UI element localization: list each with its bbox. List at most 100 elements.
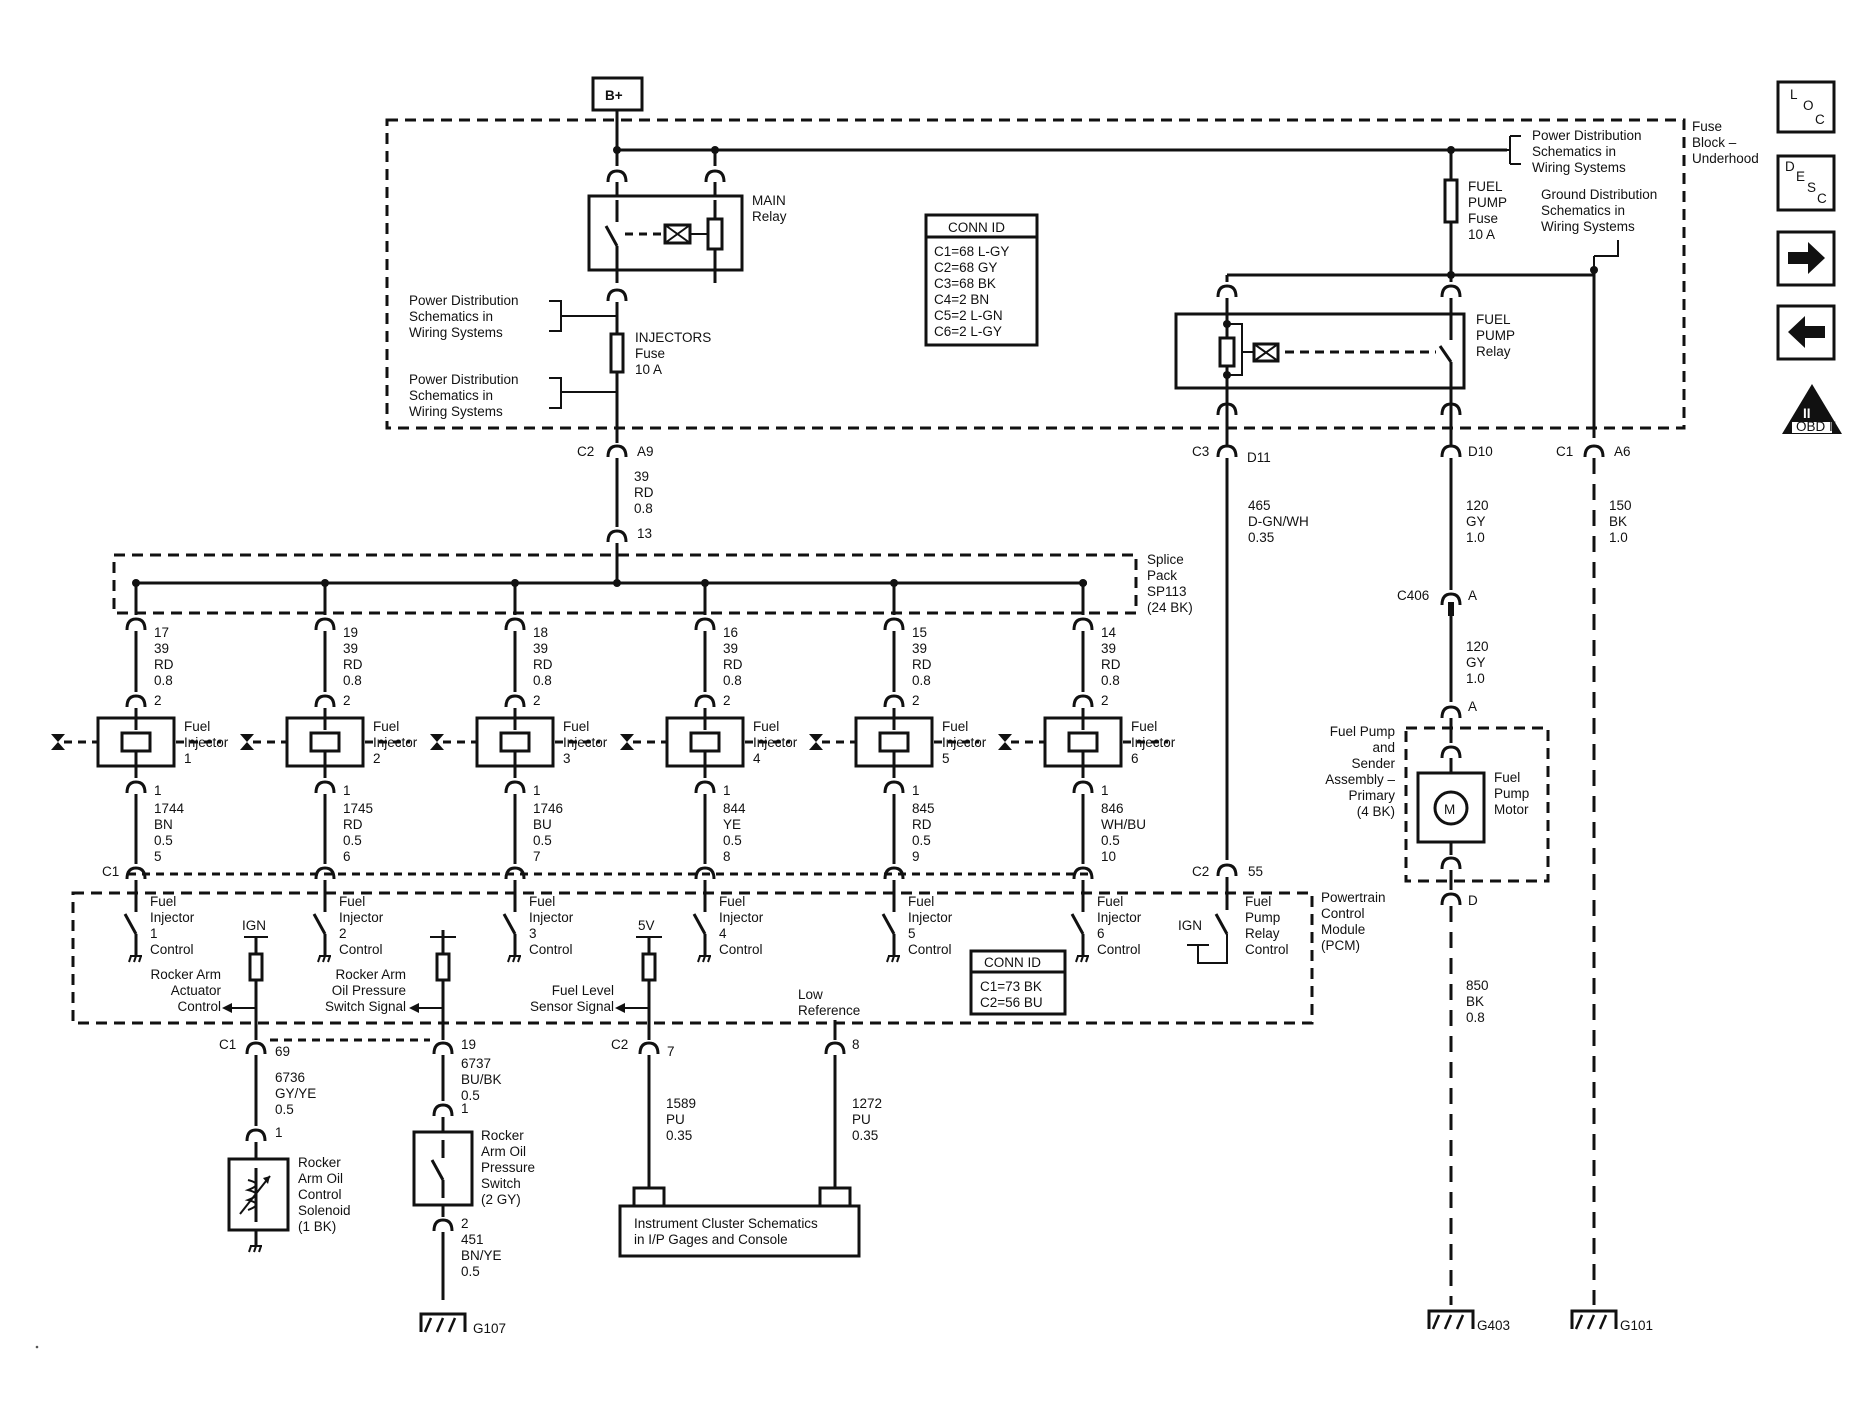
desc-label: DESC	[1785, 159, 1827, 206]
injector-spray-icon	[430, 734, 444, 750]
switch-pin-2: 2	[461, 1216, 469, 1231]
prev-arrow-button[interactable]	[1776, 304, 1836, 361]
splice-pin: 17	[154, 625, 169, 640]
five-v-resistor	[641, 952, 657, 982]
switch-pin-1: 1	[461, 1101, 469, 1116]
motor-m: M	[1444, 802, 1455, 817]
conn-id-table-pcm	[969, 949, 1067, 1016]
fuse-block-boundary	[385, 118, 1686, 430]
ground-icon	[697, 955, 712, 963]
conn-d10: D10	[1468, 444, 1493, 459]
injector-pin-bottom: 1	[343, 783, 351, 798]
pcm-ign-right: IGN	[1178, 918, 1202, 933]
next-arrow-button[interactable]	[1776, 230, 1836, 287]
bottom-pin-7: 7	[667, 1044, 675, 1059]
pcm-boundary	[71, 891, 1314, 1025]
pump-pin-d: D	[1468, 893, 1478, 908]
pcm-5v: 5V	[638, 918, 655, 933]
injectors-fuse	[609, 332, 625, 374]
obd-ii-button[interactable]: II OBD II	[1782, 384, 1842, 434]
bottom-pin-69: 69	[275, 1044, 290, 1059]
conn-id-top-rows: C1=68 L-GY C2=68 GY C3=68 BK C4=2 BN C5=…	[934, 244, 1013, 339]
page-dot	[35, 1345, 39, 1349]
pullup-resistor	[435, 952, 451, 982]
pcm-pin: 5	[154, 849, 162, 864]
ground-g101: G101	[1620, 1318, 1653, 1333]
injector-pin-top: 2	[154, 693, 162, 708]
pcm-pin: 7	[533, 849, 541, 864]
main-relay-coil	[706, 217, 724, 251]
pcm-pin: 9	[912, 849, 920, 864]
rocker-arm-oil-control-solenoid	[227, 1157, 290, 1232]
obd-ii-icon	[1782, 384, 1842, 434]
obd-label: OBD II	[1796, 419, 1837, 434]
loc-button[interactable]: LOC	[1776, 80, 1836, 134]
ign-resistor-left	[248, 952, 264, 982]
ground-g107: G107	[473, 1321, 506, 1336]
splice-pin: 18	[533, 625, 548, 640]
ground-icon	[128, 955, 143, 963]
fuel-pump-assembly-boundary	[1404, 726, 1550, 883]
injector-pin-bottom: 1	[723, 783, 731, 798]
main-relay-body	[587, 194, 744, 272]
injector-spray-icon	[620, 734, 634, 750]
splice-pin-13: 13	[637, 526, 652, 541]
injector-pin-top: 2	[1101, 693, 1109, 708]
solenoid-pin-1: 1	[275, 1125, 283, 1140]
fuel-pump-motor-symbol	[1433, 790, 1469, 826]
splice-pack-boundary	[112, 553, 1138, 615]
instrument-cluster-reference-box[interactable]	[618, 1204, 861, 1258]
injector-pin-bottom: 1	[912, 783, 920, 798]
pcm-pin: 8	[723, 849, 731, 864]
conn-id-table-top	[924, 213, 1039, 347]
ground-icon	[1075, 955, 1090, 963]
ground-icon	[317, 955, 332, 963]
fuel-pump-relay-box	[1174, 312, 1466, 390]
desc-button[interactable]: DESC	[1776, 154, 1836, 212]
